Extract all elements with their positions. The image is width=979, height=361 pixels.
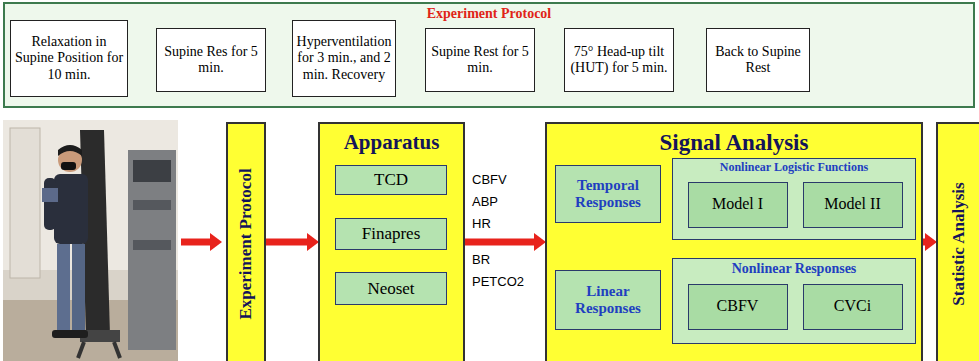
process-box: 75° Head-up tilt (HUT) for 5 min. bbox=[564, 28, 674, 92]
node-label: Model II bbox=[824, 195, 880, 213]
equipment-shelf bbox=[133, 240, 171, 250]
analysis-group: Nonlinear ResponsesCBFV CVCi bbox=[672, 258, 916, 344]
stage-bar: Statistic Analysis bbox=[936, 122, 979, 361]
signal-name: HR bbox=[470, 216, 493, 231]
signal-name: ABP bbox=[470, 194, 500, 209]
photo-background bbox=[3, 120, 178, 361]
person-leg bbox=[72, 244, 85, 332]
person-arm bbox=[44, 178, 56, 230]
node-label: Statistic Analysis bbox=[949, 182, 969, 305]
process-box: Supine Rest for 5 min. bbox=[425, 28, 535, 92]
process-box: Relaxation in Supine Position for 10 min… bbox=[10, 20, 128, 97]
node-label: 75° Head-up tilt (HUT) for 5 min. bbox=[568, 44, 670, 76]
node-label: Temporal Responses bbox=[559, 177, 657, 212]
person-shirt bbox=[54, 174, 88, 244]
flow-arrowhead bbox=[210, 233, 222, 251]
room-door bbox=[10, 128, 40, 278]
equipment-shelf bbox=[133, 200, 171, 210]
node-label: TCD bbox=[374, 170, 408, 190]
person-mask bbox=[61, 162, 76, 170]
group-heading: Signal Analysis bbox=[547, 124, 921, 156]
device-box: Finapres bbox=[335, 218, 447, 250]
group-heading: Nonlinear Responses bbox=[673, 259, 915, 277]
device-box: Neoset bbox=[335, 272, 447, 305]
stage-panel: ApparatusTCD FinapresNeoset bbox=[318, 122, 465, 361]
equipment-monitor bbox=[133, 160, 171, 182]
node-label: Neoset bbox=[367, 279, 414, 299]
group-heading: Experiment Protocol bbox=[5, 4, 973, 22]
node-label: CBFV bbox=[717, 297, 759, 315]
node-label: Model I bbox=[712, 195, 763, 213]
device-box: TCD bbox=[335, 165, 447, 195]
person-shoes bbox=[52, 330, 88, 338]
model-box: CBFV bbox=[688, 284, 788, 330]
model-box: Model II bbox=[803, 182, 903, 228]
model-box: CVCi bbox=[803, 284, 903, 330]
signal-name: BR bbox=[470, 252, 492, 267]
signal-name: CBFV bbox=[470, 172, 509, 187]
model-box: Model I bbox=[688, 182, 788, 228]
person-hair bbox=[58, 145, 82, 156]
process-box: Supine Res for 5 min. bbox=[156, 28, 266, 92]
stage-bar: Experiment Protocol bbox=[226, 122, 266, 361]
blood-pressure-cuff bbox=[42, 188, 58, 202]
tilt-table-leg bbox=[78, 342, 84, 358]
node-label: Supine Rest for 5 min. bbox=[429, 44, 531, 76]
tilt-table-leg bbox=[114, 342, 120, 358]
analysis-box: Linear Responses bbox=[555, 270, 661, 330]
analysis-box: Temporal Responses bbox=[555, 165, 661, 223]
node-label: Back to Supine Rest bbox=[710, 44, 806, 76]
protocol-band: Experiment ProtocolRelaxation in Supine … bbox=[3, 2, 975, 108]
flow-arrow bbox=[266, 239, 307, 246]
equipment-cabinet bbox=[128, 150, 176, 350]
flow-arrow bbox=[181, 239, 211, 246]
process-box: Back to Supine Rest bbox=[706, 28, 810, 92]
node-label: Relaxation in Supine Position for 10 min… bbox=[14, 34, 124, 82]
analysis-group: Nonlinear Logistic FunctionsModel I Model… bbox=[672, 158, 916, 240]
person-leg bbox=[57, 244, 70, 332]
node-label: Experiment Protocol bbox=[236, 168, 256, 319]
flow-arrow bbox=[923, 239, 925, 246]
node-label: Linear Responses bbox=[559, 283, 657, 318]
group-heading: Nonlinear Logistic Functions bbox=[673, 159, 915, 175]
signal-name: PETCO2 bbox=[470, 274, 526, 289]
process-box: Hyperventilation for 3 min., and 2 min. … bbox=[292, 20, 396, 97]
node-label: Finapres bbox=[362, 224, 421, 244]
stage-panel: Signal AnalysisTemporal ResponsesNonline… bbox=[545, 122, 923, 361]
node-label: Supine Res for 5 min. bbox=[160, 44, 262, 76]
node-label: CVCi bbox=[834, 297, 871, 315]
group-heading: Apparatus bbox=[320, 124, 463, 154]
node-label: Hyperventilation for 3 min., and 2 min. … bbox=[296, 34, 392, 82]
flow-arrow bbox=[465, 239, 534, 246]
